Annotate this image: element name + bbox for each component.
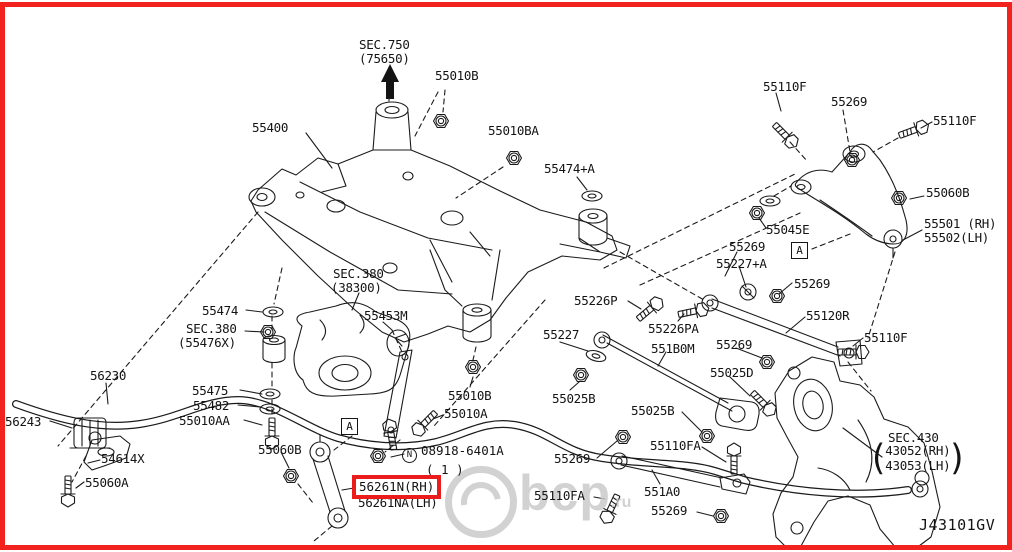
watermark-logo-icon <box>445 466 517 538</box>
label-55227-plus-a: 55227+A <box>716 256 767 271</box>
label-55269-b: 55269 <box>794 276 831 291</box>
label-551a0: 551A0 <box>644 484 681 499</box>
subframe-drawing <box>248 101 631 343</box>
callout-a-bottom: A <box>341 418 358 435</box>
label-55120r: 55120R <box>806 308 850 323</box>
label-55045e: 55045E <box>766 222 810 237</box>
label-55025b-2: 55025B <box>631 403 675 418</box>
watermark-domain: .ru <box>610 494 632 511</box>
highlighted-part-label: 56261N(RH) <box>352 475 442 499</box>
label-55269-a: 55269 <box>729 239 766 254</box>
label-sec380-title: SEC.380 <box>333 266 384 281</box>
label-sec430-group: ( 43052(RH) 43053(LH) ) <box>872 437 964 479</box>
circled-n-icon: N <box>402 448 417 463</box>
leader-lines-solid <box>49 92 933 517</box>
label-55110fa-2: 55110FA <box>534 488 585 503</box>
label-55474-plus-a: 55474+A <box>544 161 595 176</box>
label-56230: 56230 <box>90 368 127 383</box>
label-55110fa-1: 55110FA <box>650 438 701 453</box>
label-551b0m: 551B0M <box>651 341 695 356</box>
paren-open: ( <box>872 437 886 479</box>
label-55010a: 55010A <box>444 406 488 421</box>
label-55010b-top: 55010B <box>435 68 479 83</box>
knuckle-drawing <box>772 356 941 550</box>
label-55010ba: 55010BA <box>488 123 539 138</box>
label-55501: 55501 (RH) <box>924 216 997 231</box>
label-55453m: 55453M <box>364 308 408 323</box>
fastener-qty: ( 1 ) <box>426 462 464 477</box>
label-43053: 43053(LH) <box>885 458 951 473</box>
sec750-arrow <box>381 64 399 99</box>
label-56243: 56243 <box>5 414 42 429</box>
leader-lines-dashed <box>57 89 899 542</box>
label-55482: 55482 <box>193 398 230 413</box>
watermark-text: bcp <box>519 465 611 521</box>
label-55060a: 55060A <box>85 475 129 490</box>
label-55060b-tr: 55060B <box>926 185 970 200</box>
callout-a-top: A <box>791 242 808 259</box>
drawing-code: J43101GV <box>919 516 996 534</box>
watermark: bcp .ru <box>445 466 631 538</box>
label-55400: 55400 <box>252 120 289 135</box>
fastener-part-number: 08918-6401A <box>421 443 504 458</box>
stabilizer-clamp-drawing <box>69 417 131 471</box>
fastener-note: N 08918-6401A ( 1 ) <box>402 444 504 476</box>
label-55010b-mid: 55010B <box>448 388 492 403</box>
label-55025b-1: 55025B <box>552 391 596 406</box>
label-55110f-1: 55110F <box>763 79 807 94</box>
label-56261na: 56261NA(LH) <box>358 495 438 510</box>
label-sec750-title: SEC.750 <box>359 37 410 52</box>
label-55269-c: 55269 <box>716 337 753 352</box>
radius-rod-drawing <box>701 294 863 367</box>
label-55227: 55227 <box>543 327 580 342</box>
rear-lower-link-drawing <box>610 452 751 495</box>
label-55110f-2: 55110F <box>933 113 977 128</box>
label-55502: 55502(LH) <box>924 230 990 245</box>
label-55060b-bl: 55060B <box>258 442 302 457</box>
stabilizer-bar-drawing <box>12 396 929 498</box>
label-55475: 55475 <box>192 383 229 398</box>
label-43052: 43052(RH) <box>885 443 951 458</box>
label-55269-e: 55269 <box>651 503 688 518</box>
label-55226pa: 55226PA <box>648 321 699 336</box>
label-55226p: 55226P <box>574 293 618 308</box>
label-54614x: 54614X <box>101 451 145 466</box>
label-55269-d: 55269 <box>554 451 591 466</box>
label-55110f-3: 55110F <box>864 330 908 345</box>
label-sec750-ref: (75650) <box>359 51 410 66</box>
label-sec380-ref: (38300) <box>331 280 382 295</box>
label-55010aa: 55010AA <box>179 413 230 428</box>
upper-arm-drawing <box>790 143 908 259</box>
front-lower-link-drawing <box>593 331 760 431</box>
label-55474: 55474 <box>202 303 239 318</box>
label-sec430-title: SEC.430 <box>888 430 939 445</box>
paren-close: ) <box>950 437 964 479</box>
label-55269-tr: 55269 <box>831 94 868 109</box>
label-55025d: 55025D <box>710 365 754 380</box>
label-sec380b-title: SEC.380 <box>186 321 237 336</box>
label-sec380b-ref: (55476X) <box>178 335 236 350</box>
stabilizer-link-drawing <box>309 434 349 529</box>
fastener-icons <box>60 113 932 527</box>
